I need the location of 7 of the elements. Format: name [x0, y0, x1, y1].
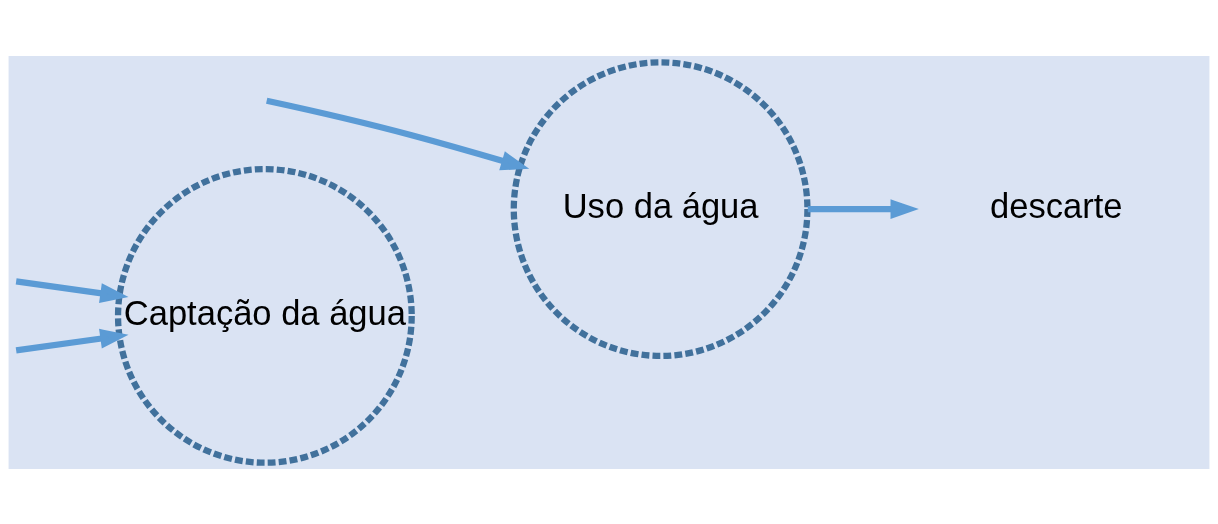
arrow: [15, 328, 129, 353]
arrow: [15, 277, 129, 303]
node-circle: Uso da água: [510, 58, 811, 359]
node-circle: Captação da água: [114, 165, 415, 466]
arrow: [266, 97, 530, 170]
arrow: [807, 198, 919, 219]
node-text: descarte: [990, 186, 1123, 225]
